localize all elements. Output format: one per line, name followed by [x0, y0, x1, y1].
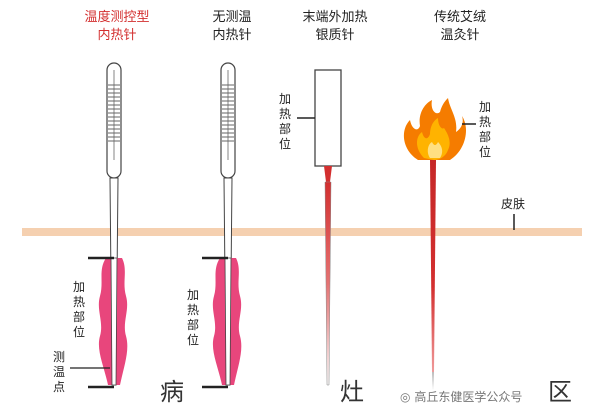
watermark-icon: ◎ [400, 390, 411, 404]
needle-1 [70, 62, 128, 389]
heat-label-col2: 加 热 部 位 [186, 288, 199, 347]
needle-3-handle [314, 69, 342, 167]
heat-label-col1: 加 热 部 位 [72, 280, 85, 339]
heat-label-col4: 加 热 部 位 [478, 100, 491, 159]
watermark: ◎ 高丘东健医学公众号 [400, 390, 523, 404]
heat-label-col3: 加 热 部 位 [278, 92, 291, 151]
caption-col2: 无测温 内热针 [212, 10, 252, 43]
caption-col4: 传统艾绒 温灸针 [433, 10, 486, 43]
needle-4-tip [432, 372, 434, 390]
needle-2 [202, 62, 242, 389]
needle-4 [403, 98, 476, 390]
temp-point-label: 测 温 点 [52, 350, 65, 394]
needle-3 [297, 69, 342, 386]
skin-layer [22, 228, 582, 236]
lesion-char-1: 病 [160, 378, 184, 406]
lesion-char-3: 区 [548, 378, 572, 406]
lesion-char-2: 灶 [340, 378, 364, 406]
caption-col1: 温度测控型 内热针 [84, 10, 150, 43]
needle-4-shaft [430, 160, 436, 372]
flame-icon [403, 98, 466, 160]
needle-3-shaft [324, 181, 332, 386]
needle-3-shaft-red [324, 166, 332, 182]
skin-label: 皮肤 [501, 197, 526, 211]
caption-col3: 末端外加热 银质针 [302, 10, 368, 43]
